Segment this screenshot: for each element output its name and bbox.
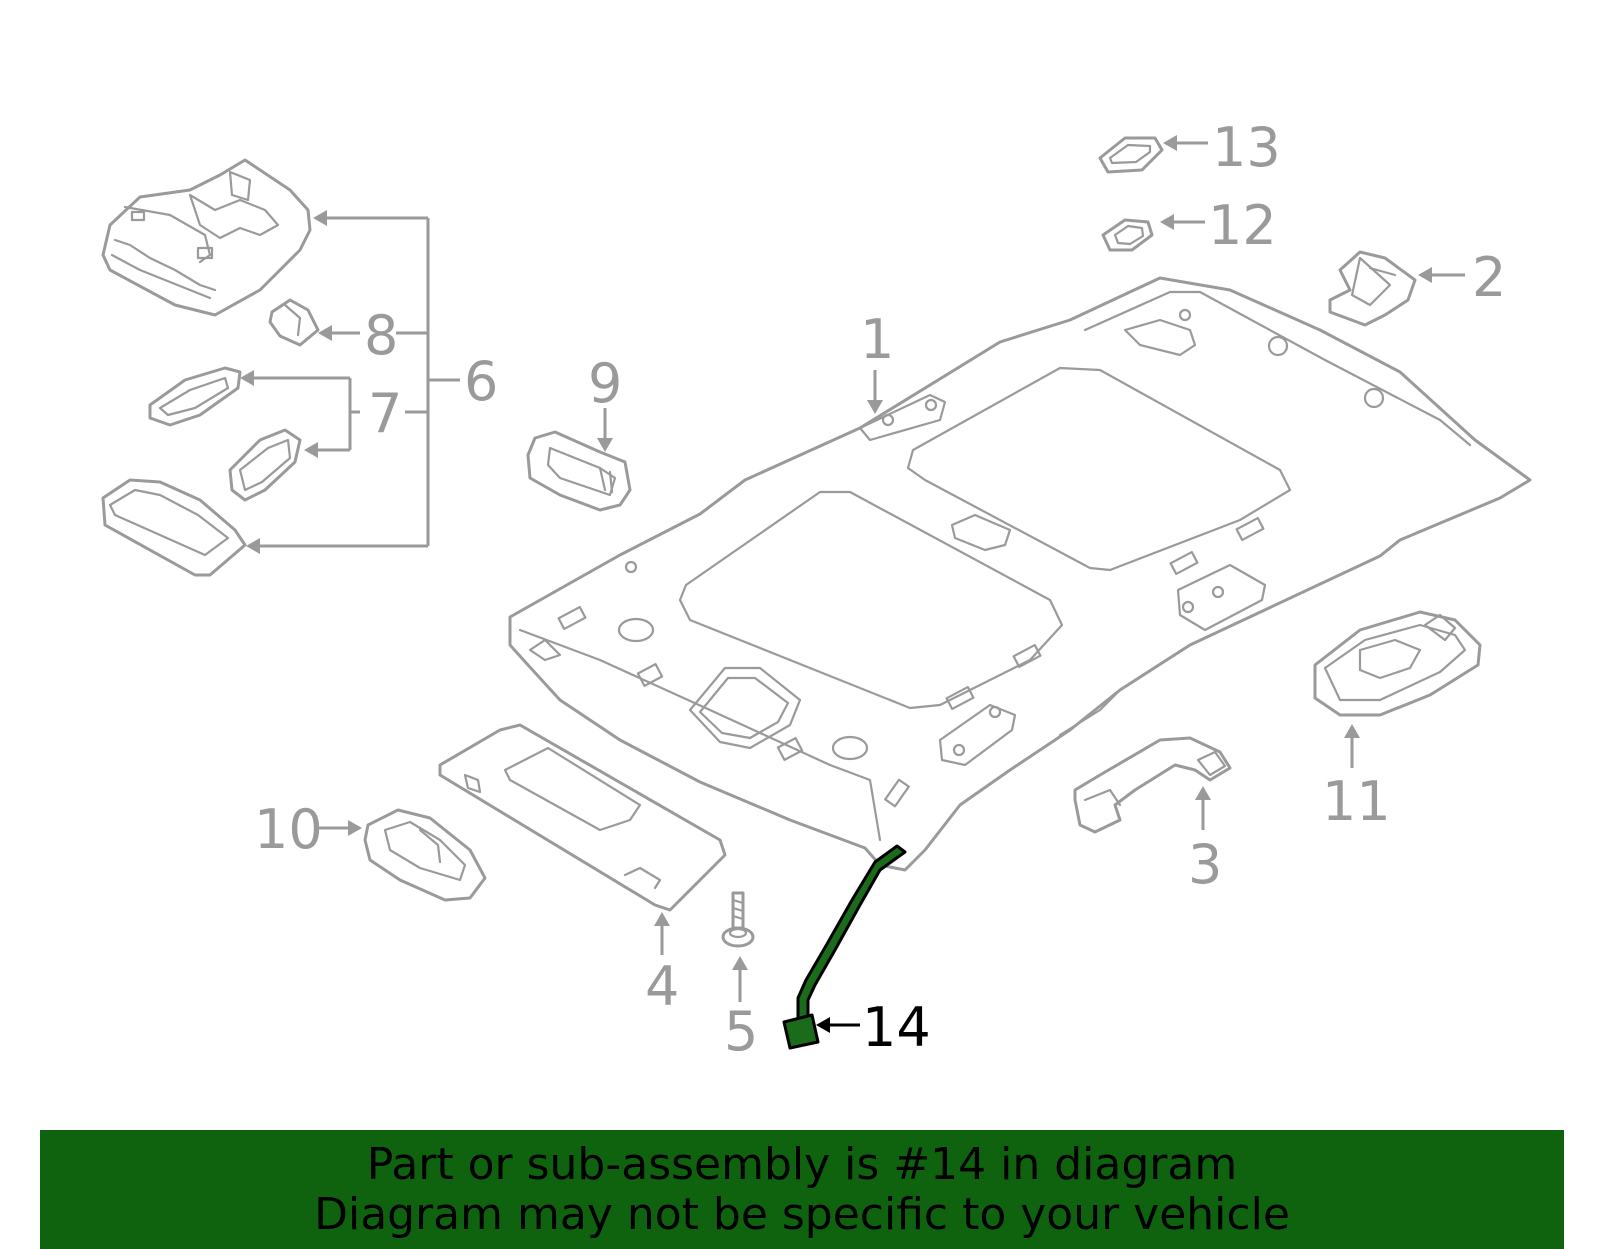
callout-9: 9	[588, 352, 622, 415]
part-10-lamp[interactable]	[363, 808, 487, 902]
part-8-switch[interactable]	[268, 298, 320, 347]
callout-8: 8	[364, 304, 398, 367]
part-13-seal[interactable]	[1098, 136, 1164, 174]
part-7-lens-lower[interactable]	[228, 428, 302, 502]
callout-12: 12	[1208, 194, 1277, 257]
callout-11: 11	[1322, 770, 1391, 833]
part-3-grip[interactable]	[1073, 736, 1232, 834]
part-5-screw[interactable]	[721, 891, 755, 948]
leader-lines	[240, 135, 1465, 1033]
part-4-visor[interactable]	[438, 723, 727, 912]
part-9-lamp[interactable]	[526, 430, 632, 512]
banner-line-disclaimer: Diagram may not be specific to your vehi…	[314, 1188, 1290, 1240]
info-banner: Part or sub-assembly is #14 in diagram D…	[40, 1130, 1564, 1249]
callout-4: 4	[645, 955, 679, 1018]
callout-10: 10	[254, 798, 323, 861]
part-11-lamp[interactable]	[1313, 610, 1482, 717]
callout-3: 3	[1188, 833, 1222, 896]
callout-7: 7	[368, 382, 402, 445]
banner-line-part: Part or sub-assembly is #14 in diagram	[366, 1138, 1238, 1190]
part-6-tray[interactable]	[101, 478, 247, 577]
callout-1: 1	[860, 308, 894, 371]
part-14-harness[interactable]	[782, 844, 907, 1050]
callout-6: 6	[464, 350, 498, 413]
part-1-headliner[interactable]	[508, 276, 1532, 872]
part-7-lens-upper[interactable]	[148, 366, 242, 427]
part-12-seal[interactable]	[1101, 218, 1154, 252]
callout-2: 2	[1472, 246, 1506, 309]
callout-14: 14	[862, 996, 931, 1059]
callout-labels: 1 2 3 4 5 6 7 8 9 10 11 12 13 14	[254, 116, 1506, 1063]
part-6-console[interactable]	[101, 158, 312, 317]
callout-5: 5	[724, 1000, 758, 1063]
callout-13: 13	[1212, 116, 1281, 179]
part-2-bracket[interactable]	[1328, 250, 1417, 327]
